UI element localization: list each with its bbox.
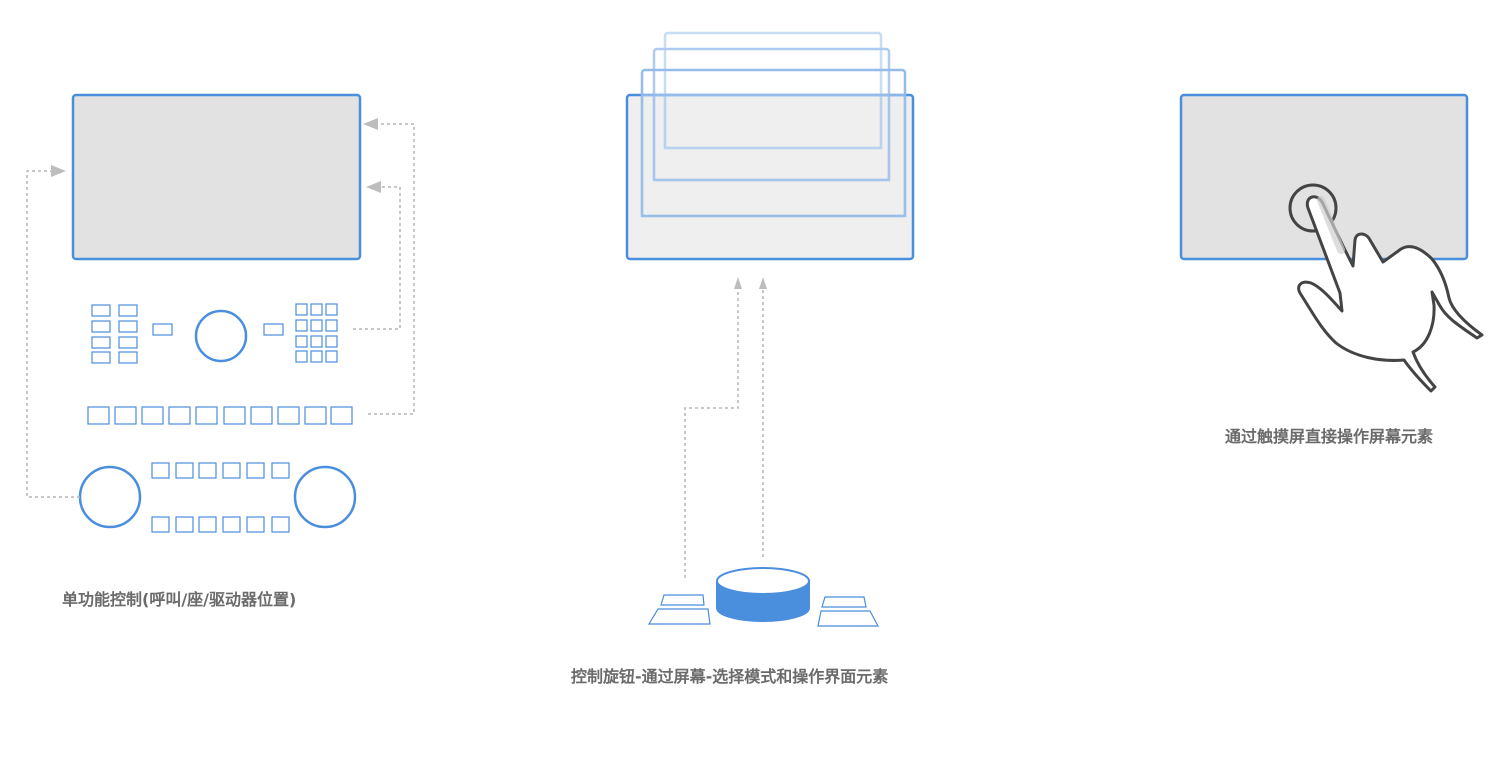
right-display-screen	[1179, 93, 1469, 261]
middle-caption: 控制旋钮-通过屏幕-选择模式和操作界面元素	[571, 667, 889, 686]
rotary-knob-control-group	[625, 31, 915, 627]
connector-keyrow-to-screen	[368, 123, 415, 415]
small-key-right	[263, 323, 284, 336]
touch-hand-icon	[1288, 183, 1484, 393]
right-dial-icon	[293, 465, 357, 529]
small-key-left	[152, 323, 173, 336]
arrow-head-icon	[366, 181, 381, 193]
connector-bottom-to-screen	[26, 170, 80, 498]
arrow-head-icon	[759, 277, 767, 289]
connector-keys-to-screen	[353, 186, 401, 330]
bottom-key-cluster	[78, 462, 357, 533]
center-dial-icon	[194, 309, 248, 363]
left-display-screen	[71, 93, 362, 261]
single-function-control-group	[26, 93, 415, 533]
left-connectors	[26, 118, 415, 498]
left-key-grid	[91, 304, 138, 364]
left-dial-icon	[78, 465, 142, 529]
arrow-head-icon	[51, 165, 66, 177]
touch-screen-control-group	[1179, 93, 1484, 393]
knob-right-buttons	[817, 596, 879, 627]
right-key-grid	[295, 303, 338, 363]
rotary-knob-icon	[716, 567, 810, 622]
arrow-head-icon	[734, 277, 742, 289]
top-key-cluster	[91, 303, 338, 364]
arrow-head-icon	[363, 118, 378, 130]
right-caption: 通过触摸屏直接操作屏幕元素	[1225, 427, 1434, 446]
knob-left-buttons	[647, 594, 711, 625]
key-row	[87, 406, 353, 425]
left-caption: 单功能控制(呼叫/座/驱动器位置)	[62, 590, 297, 609]
connector-buttons-to-screen	[684, 288, 739, 578]
middle-display-screen	[625, 93, 915, 261]
